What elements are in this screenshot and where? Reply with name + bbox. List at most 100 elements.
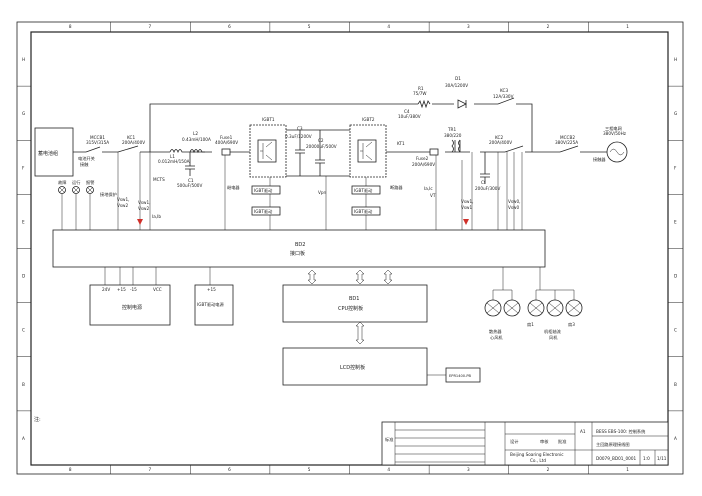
meas-1a: Vsw1, (117, 197, 129, 202)
svg-text:380V/225A: 380V/225A (555, 140, 578, 145)
relay-label: 继电器 (227, 184, 240, 191)
interface-board-sub: 接口板 (290, 250, 305, 257)
col-label-top: 6 (228, 24, 231, 29)
d1-diode: D1 30A/1200V (445, 76, 468, 109)
svg-text:200A/400V: 200A/400V (122, 140, 145, 145)
svg-text:散热器: 散热器 (489, 328, 502, 335)
l2-inductor: L2 0.43mH/100A (182, 131, 211, 154)
svg-text:KC1: KC1 (127, 135, 135, 140)
row-label-left: G (22, 111, 25, 116)
row-label-right: A (674, 436, 677, 441)
battery-box (34, 127, 74, 177)
svg-text:A1: A1 (580, 429, 586, 434)
svg-text:MCCB2: MCCB2 (560, 135, 575, 140)
title-block: 标准 设计 审核 批准 BESS EBS-100: 控制系统 主回路原理接线图 … (381, 421, 669, 466)
interface-board (52, 229, 546, 268)
cpu-board-title: BD1 (349, 296, 359, 302)
row-label-right: B (674, 382, 677, 387)
r1-resistor: R1 75/7W (413, 86, 431, 109)
lcd-board (282, 347, 428, 386)
row-label-left: C (22, 328, 25, 333)
svg-text:Fuse1: Fuse1 (220, 135, 233, 140)
kt-label: KT1 (397, 141, 405, 146)
svg-text:20000uF/500V: 20000uF/500V (306, 144, 337, 149)
svg-text:批准: 批准 (558, 438, 566, 445)
batt-switch-label-2: 接触 (80, 161, 89, 168)
ps-pin-1: 24V (102, 287, 110, 292)
mccb2-switch: MCCB2 380V/225A (555, 135, 578, 153)
svg-text:IGBT驱动: IGBT驱动 (354, 187, 372, 194)
row-label-left: A (22, 436, 25, 441)
ps-pin-2: +15 (117, 287, 126, 292)
vt-label: VT (430, 193, 436, 198)
svg-text:报警: 报警 (86, 179, 95, 186)
c4-value: 10uF/380V (398, 114, 421, 119)
svg-text:75/7W: 75/7W (413, 91, 427, 96)
svg-text:1/11: 1/11 (657, 456, 667, 461)
svg-text:C1: C1 (188, 178, 194, 183)
row-label-left: H (22, 57, 25, 62)
svg-text:1:0: 1:0 (643, 456, 650, 461)
col-label-top: 8 (69, 24, 72, 29)
col-label-bottom: 6 (228, 467, 231, 472)
svg-text:0.3uF/1200V: 0.3uF/1200V (285, 134, 312, 139)
svg-text:运行: 运行 (72, 179, 80, 186)
meas-5b: Vsw0 (508, 205, 519, 210)
svg-text:Co., Ltd: Co., Ltd (530, 458, 546, 463)
col-label-bottom: 4 (387, 467, 390, 472)
row-label-right: F (674, 165, 677, 170)
svg-text:设计: 设计 (510, 438, 518, 445)
cf-capacitor: Cf 200uF/300V (475, 152, 500, 191)
l1-inductor: L1 0.012mH/150A (158, 149, 190, 164)
c3-capacitor: C3 0.3uF/1200V (285, 126, 312, 176)
svg-text:KC2: KC2 (495, 135, 503, 140)
ps-pin-4: VCC (153, 287, 162, 292)
igbt1-module: IGBT1 (249, 117, 287, 178)
col-label-bottom: 7 (148, 467, 151, 472)
svg-text:12A/330V: 12A/330V (493, 94, 514, 99)
c4-label: C4 (404, 109, 410, 114)
svg-text:R1: R1 (418, 86, 424, 91)
meas-1b: Vsw2 (117, 203, 128, 208)
col-label-bottom: 8 (69, 467, 72, 472)
meas-3: Ia,Ib (152, 214, 161, 219)
svg-text:C2: C2 (318, 138, 324, 143)
svg-text:380V/50Hz: 380V/50Hz (603, 131, 627, 136)
svg-text:200A/400V: 200A/400V (489, 140, 512, 145)
grid-switch-label: 接触器 (593, 156, 606, 163)
vbus-label: Vpn (318, 190, 327, 195)
svg-text:标准: 标准 (385, 436, 393, 443)
svg-text:主回路原理接线图: 主回路原理接线图 (596, 441, 630, 448)
fan-group: 散热器 心风机 扇1 扇3 机柜轴流 风机 (484, 267, 583, 341)
svg-text:扇3: 扇3 (568, 321, 575, 328)
row-label-right: E (674, 219, 677, 224)
bus-arrows (307, 269, 393, 345)
svg-text:MCCB1: MCCB1 (90, 135, 105, 140)
svg-text:扇1: 扇1 (527, 321, 534, 328)
svg-text:30A/1200V: 30A/1200V (445, 83, 468, 88)
igbt-power-box (194, 284, 234, 326)
control-power-label: 控制电源 (122, 304, 142, 311)
col-label-top: 5 (308, 24, 311, 29)
svg-text:BESS EBS-100: 控制系统: BESS EBS-100: 控制系统 (596, 428, 645, 435)
row-label-right: G (674, 111, 677, 116)
kc1-contactor: KC1 200A/400V (117, 135, 145, 153)
svg-text:0.43mH/100A: 0.43mH/100A (182, 137, 211, 142)
svg-text:500uF/500V: 500uF/500V (177, 183, 202, 188)
kc2-contactor: KC2 200A/400V (489, 135, 524, 153)
svg-text:三相电网: 三相电网 (605, 125, 622, 132)
ia-label: Ia,Ic (424, 186, 433, 191)
svg-text:IGBT1: IGBT1 (262, 117, 275, 122)
c1-capacitor: C1 500uF/500V (177, 152, 202, 188)
col-label-top: 4 (387, 24, 390, 29)
svg-text:C3: C3 (297, 126, 303, 131)
svg-text:IGBT驱动: IGBT驱动 (254, 187, 272, 194)
row-label-left: B (22, 382, 25, 387)
svg-text:Cf: Cf (481, 180, 486, 185)
row-label-right: H (674, 57, 677, 62)
svg-text:200A/690V: 200A/690V (412, 162, 435, 167)
small-module-label: EPR1400-PB (449, 374, 472, 378)
tr1-transformer: TR1 380/220 (444, 127, 462, 153)
mcts-label: MCTS (153, 177, 165, 182)
svg-text:IGBT驱动: IGBT驱动 (354, 208, 372, 215)
